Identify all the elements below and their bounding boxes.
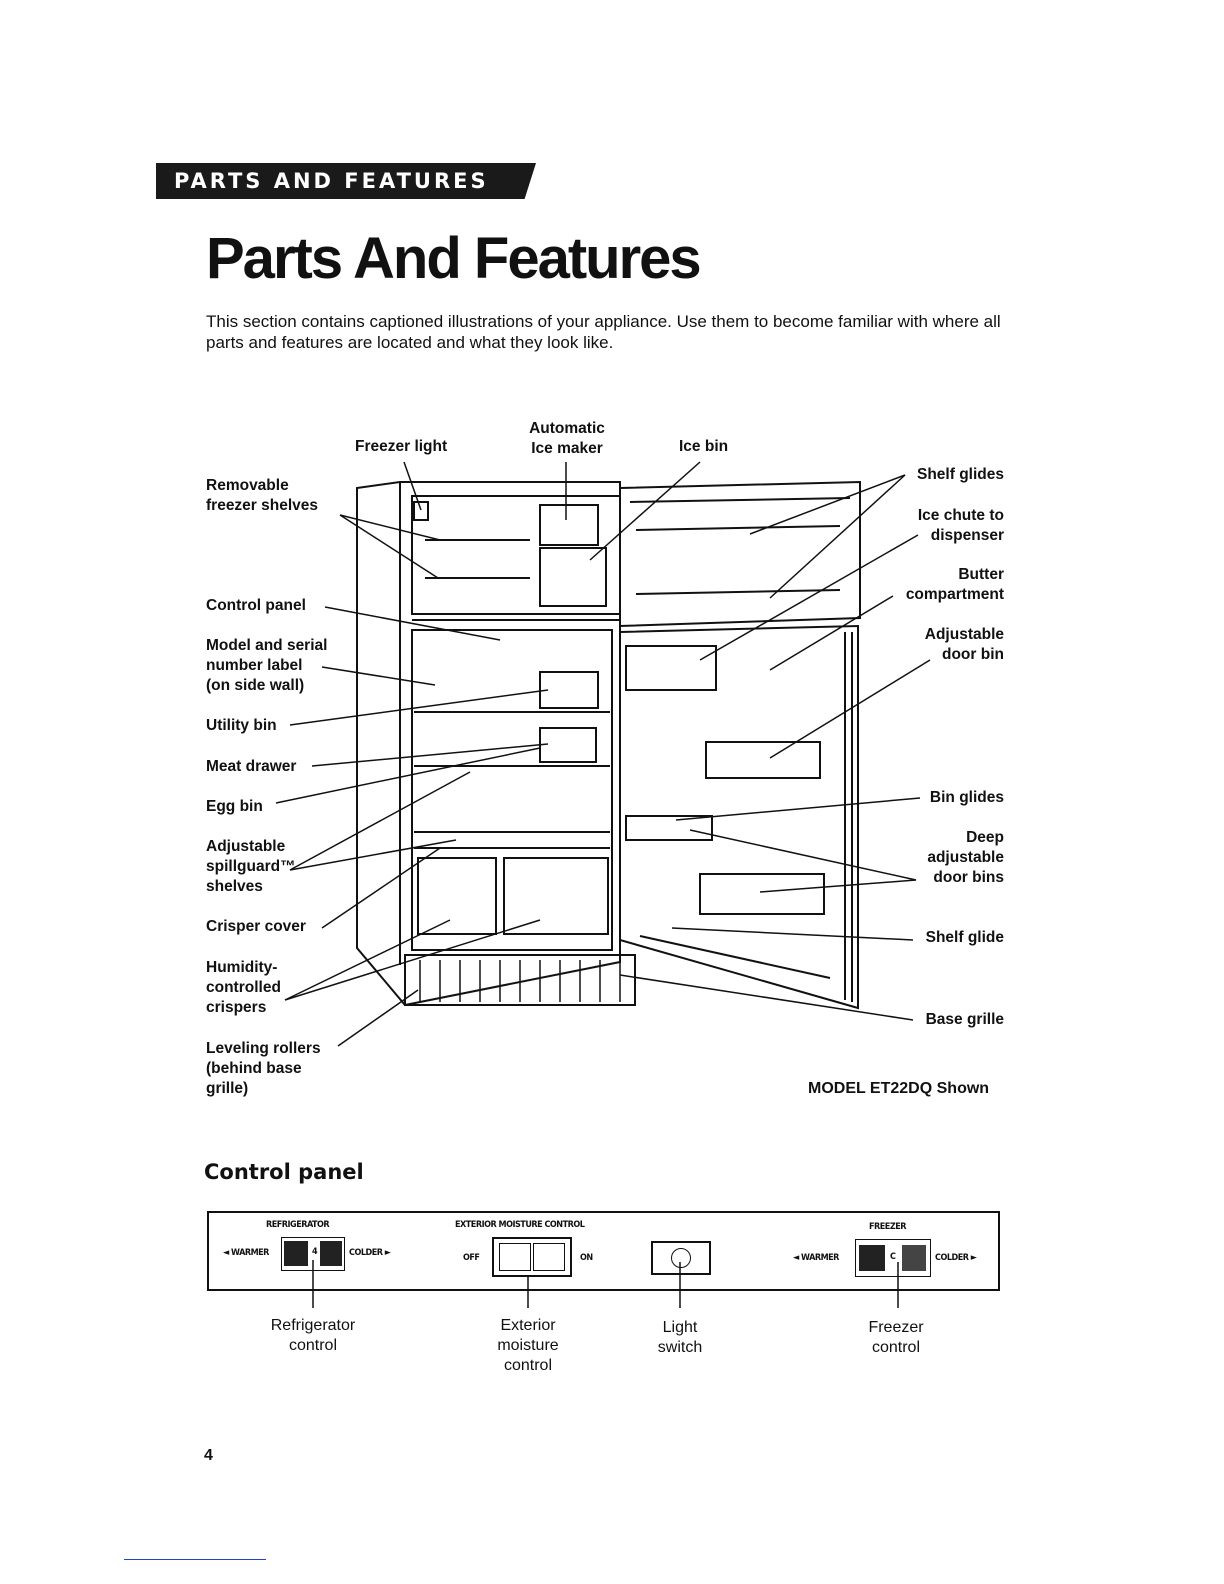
leader-ice-bin <box>589 461 701 561</box>
leader-utility-bin <box>289 689 549 726</box>
leader-spillguard-2 <box>289 839 457 871</box>
light-switch-button <box>671 1248 691 1268</box>
crisper-right <box>503 857 609 935</box>
label-base-grille: Base grille <box>925 1011 1004 1028</box>
label-shelf-glide: Shelf glide <box>925 929 1004 946</box>
label-butter-compartment: Butter compartment <box>905 566 1004 603</box>
exterior-moisture-on-rocker <box>533 1243 565 1271</box>
label-removable-freezer-shelves: Removable freezer shelves <box>206 477 319 514</box>
door-bin-mid <box>625 815 713 841</box>
label-adjustable-door-bin: Adjustable door bin <box>924 626 1004 663</box>
leader-leveling-rollers <box>337 989 419 1047</box>
panel-freezer-warmer: ◄ WARMER <box>793 1253 839 1263</box>
leader-crisper-cover <box>321 847 441 929</box>
panel-off-label: OFF <box>463 1253 480 1263</box>
freezer-slider-block-right <box>902 1245 926 1271</box>
leader-meat-drawer <box>311 743 549 767</box>
label-bin-glides: Bin glides <box>929 789 1004 806</box>
leader-freezer-light <box>403 461 422 511</box>
label-freezer-light: Freezer light <box>355 438 448 455</box>
panel-freezer-label: FREEZER <box>869 1222 906 1232</box>
leader-shelf-glide <box>671 927 914 941</box>
light-switch-shape <box>651 1241 711 1275</box>
door-shelf-1 <box>635 525 841 531</box>
label-meat-drawer: Meat drawer <box>206 758 297 775</box>
page-number: 4 <box>204 1447 213 1464</box>
page-title: Parts And Features <box>206 226 702 291</box>
label-egg-bin: Egg bin <box>206 798 263 815</box>
caption-light-switch: Light switch <box>657 1319 703 1356</box>
freezer-door <box>619 480 861 628</box>
caption-refrigerator-control: Refrigerator control <box>270 1317 356 1354</box>
leader-control-panel <box>324 606 501 641</box>
fresh-food-compartment <box>411 629 613 951</box>
label-ice-bin: Ice bin <box>679 438 729 455</box>
leader-crispers-1 <box>284 919 451 1001</box>
refrigerator-slider-block-right <box>320 1241 342 1266</box>
panel-refrigerator-colder: COLDER ► <box>349 1248 391 1258</box>
exterior-moisture-switch <box>492 1237 572 1277</box>
footer-rule <box>124 1559 266 1560</box>
ice-maker-shape <box>539 504 599 546</box>
utility-bin-shape <box>539 671 599 709</box>
leader-bin-glides <box>675 797 921 821</box>
control-panel-heading: Control panel <box>204 1160 364 1184</box>
label-crisper-cover: Crisper cover <box>206 918 306 935</box>
panel-freezer-colder: COLDER ► <box>935 1253 977 1263</box>
refrigerator-control-slider: 4 <box>281 1237 345 1271</box>
caption-freezer-control: Freezer control <box>868 1319 924 1356</box>
freezer-control-slider: C <box>855 1239 931 1277</box>
refrigerator-slider-block <box>284 1241 308 1266</box>
leader-base-grille <box>619 974 914 1021</box>
model-shown-note: MODEL ET22DQ Shown <box>808 1080 990 1097</box>
leader-freezer-shelves-2 <box>339 514 439 579</box>
ice-bin-shape <box>539 547 607 607</box>
panel-refrigerator-warmer: ◄ WARMER <box>223 1248 269 1258</box>
door-bin-lower <box>639 935 831 979</box>
door-shelf-2 <box>635 589 841 595</box>
base-grille-shape <box>404 954 636 1006</box>
freezer-setting: C <box>890 1252 896 1262</box>
door-bin-deep <box>699 873 825 915</box>
exterior-moisture-off-rocker <box>499 1243 531 1271</box>
butter-compartment-shape <box>625 645 717 691</box>
label-deep-adjustable-door-bins: Deep adjustable door bins <box>927 829 1004 886</box>
intro-paragraph: This section contains captioned illustra… <box>206 312 1001 352</box>
control-panel-illustration: REFRIGERATOR EXTERIOR MOISTURE CONTROL F… <box>207 1211 1000 1291</box>
leader-butter <box>769 595 894 671</box>
label-leveling-rollers: Leveling rollers (behind base grille) <box>206 1040 321 1097</box>
label-model-serial: Model and serial number label (on side w… <box>206 637 328 694</box>
label-automatic-ice-maker: Automatic Ice maker <box>529 420 605 457</box>
leader-deep-bins-1 <box>689 829 917 881</box>
label-shelf-glides: Shelf glides <box>917 466 1004 483</box>
caption-exterior-moisture-control: Exterior moisture control <box>497 1317 559 1374</box>
label-utility-bin: Utility bin <box>206 717 277 734</box>
label-adjustable-spillguard-shelves: Adjustable spillguard™ shelves <box>206 838 296 895</box>
door-bin-upper <box>705 741 821 779</box>
panel-on-label: ON <box>580 1253 593 1263</box>
leader-ice-chute <box>699 534 919 661</box>
leader-freezer-shelves-1 <box>339 514 441 541</box>
crisper-left <box>417 857 497 935</box>
label-humidity-controlled-crispers: Humidity- controlled crispers <box>206 959 281 1016</box>
leader-spillguard-1 <box>289 771 471 871</box>
leader-shelf-glides-2 <box>769 474 906 599</box>
panel-exterior-moisture-label: EXTERIOR MOISTURE CONTROL <box>455 1220 585 1230</box>
freezer-slider-block <box>859 1245 885 1271</box>
leader-door-bin <box>769 659 931 759</box>
panel-refrigerator-label: REFRIGERATOR <box>266 1220 330 1230</box>
label-ice-chute: Ice chute to dispenser <box>917 507 1004 544</box>
freezer-light-shape <box>413 501 429 521</box>
label-control-panel: Control panel <box>206 597 306 614</box>
fresh-food-door <box>619 624 859 1010</box>
refrigerator-setting: 4 <box>312 1247 318 1257</box>
leader-deep-bins-2 <box>759 879 917 893</box>
leader-shelf-glides-1 <box>749 474 906 535</box>
section-banner: PARTS AND FEATURES <box>156 163 536 199</box>
leader-egg-bin <box>275 747 541 804</box>
leader-crispers-2 <box>284 919 541 1001</box>
leader-model-label <box>321 666 436 686</box>
